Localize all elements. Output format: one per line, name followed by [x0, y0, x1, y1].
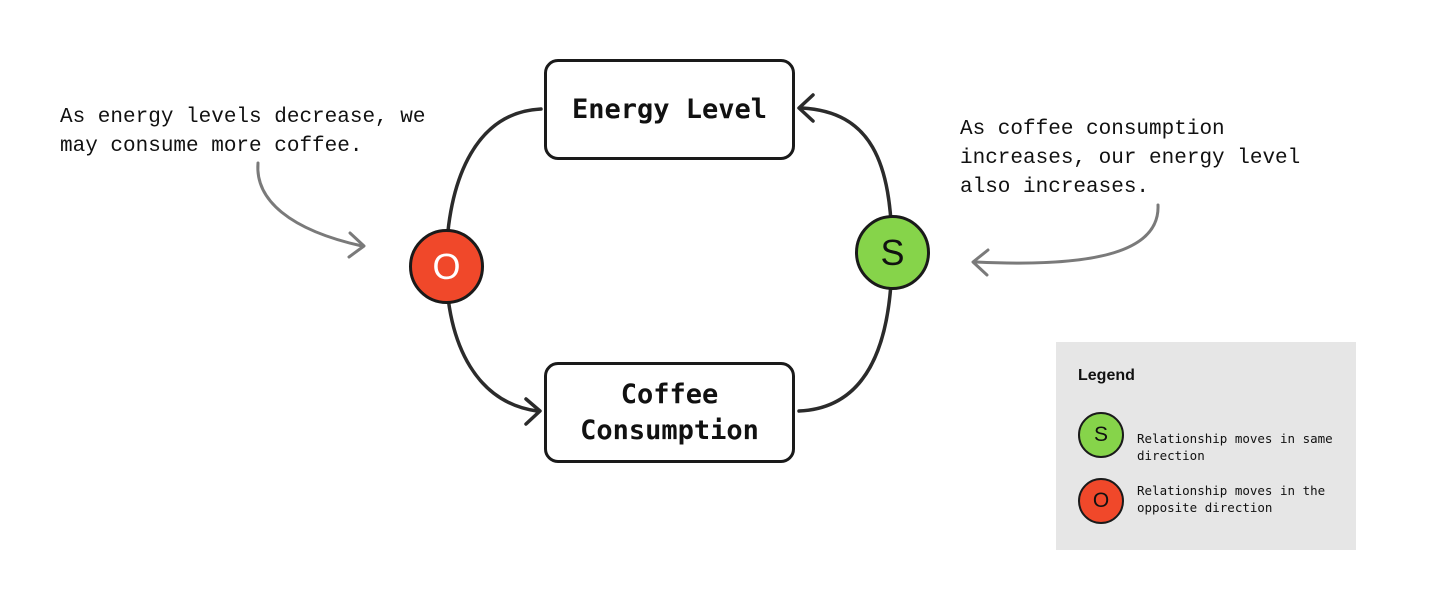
legend-same-direction-badge: S: [1078, 412, 1124, 458]
same-direction-badge: S: [855, 215, 930, 290]
legend-opposite-direction-symbol: O: [1092, 489, 1110, 512]
legend-same-direction-symbol: S: [1093, 423, 1108, 446]
legend-opposite-direction-badge: O: [1078, 478, 1124, 524]
legend-same-direction-label: Relationship moves in same direction: [1137, 431, 1333, 463]
annotation-arrowhead-left: [347, 231, 366, 259]
annotation-left: As energy levels decrease, we may consum…: [60, 106, 426, 158]
legend-opposite-direction-label: Relationship moves in the opposite direc…: [1137, 483, 1326, 515]
annotation-arrow-left: [256, 161, 364, 248]
arrowhead-into-energy: [797, 93, 815, 123]
arrowhead-into-coffee: [524, 397, 542, 426]
node-energy-level-label: Energy Level: [571, 93, 768, 125]
node-coffee-consumption: Coffee Consumption: [544, 362, 795, 463]
opposite-direction-badge: O: [409, 229, 484, 304]
node-energy-level: Energy Level: [544, 59, 795, 160]
annotation-arrowhead-right: [971, 248, 990, 277]
node-coffee-consumption-label: Coffee Consumption: [580, 378, 759, 446]
annotation-right: As coffee consumption increases, our ene…: [960, 118, 1301, 199]
opposite-direction-symbol: O: [432, 245, 461, 287]
legend-panel: Legend S Relationship moves in same dire…: [1056, 342, 1356, 550]
annotation-arrow-right: [974, 203, 1160, 265]
same-direction-symbol: S: [880, 231, 905, 273]
legend-title: Legend: [1078, 367, 1135, 384]
